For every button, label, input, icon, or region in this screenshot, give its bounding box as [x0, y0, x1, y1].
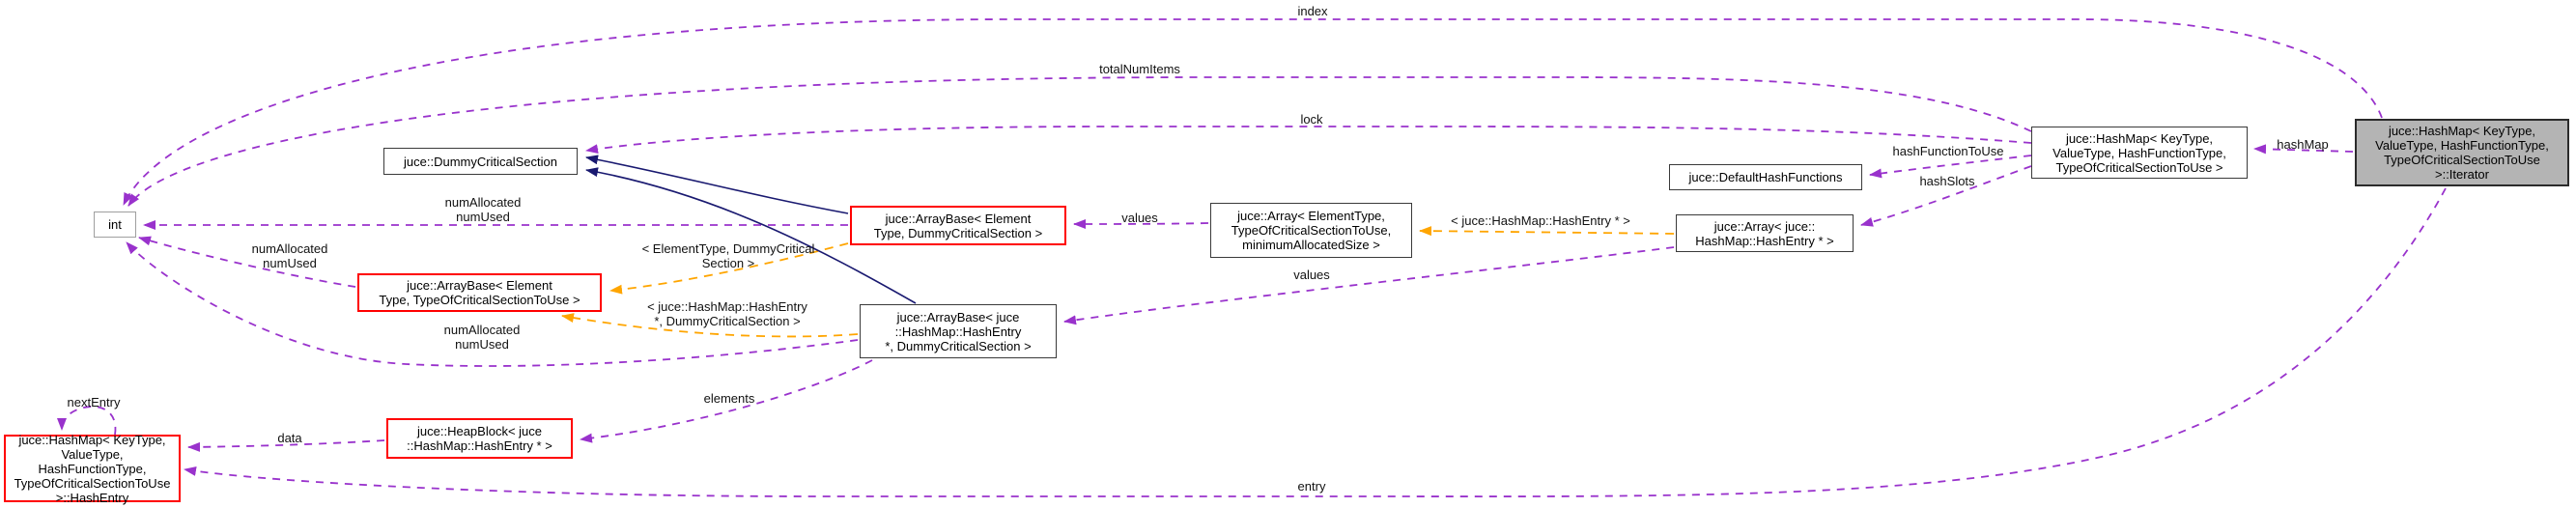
edge-label-numAllocated-2: numAllocated numUsed: [251, 241, 328, 270]
node-arraybase-elementtype-dummycriticalsection[interactable]: juce::ArrayBase< Element Type, DummyCrit…: [850, 206, 1066, 245]
edge-totalNumItems: [127, 76, 2032, 207]
node-arraybase-hashentry-dummycriticalsection[interactable]: juce::ArrayBase< juce ::HashMap::HashEnt…: [860, 304, 1057, 358]
node-hashmap-iterator: juce::HashMap< KeyType, ValueType, HashF…: [2355, 119, 2569, 186]
edge-template-hashentry-dcs: [561, 313, 859, 338]
node-array-elementtype[interactable]: juce::Array< ElementType, TypeOfCritical…: [1210, 203, 1412, 258]
node-hashmap-hashentry[interactable]: juce::HashMap< KeyType, ValueType, HashF…: [4, 433, 181, 505]
edge-lock: [585, 126, 2032, 155]
node-heapblock-hashentry[interactable]: juce::HeapBlock< juce ::HashMap::HashEnt…: [386, 418, 573, 459]
edge-label-index: index: [1297, 4, 1328, 18]
node-array-hashentry[interactable]: juce::Array< juce:: HashMap::HashEntry *…: [1676, 214, 1854, 252]
edge-inherit-arraybase-hashentry: [585, 167, 917, 304]
edge-label-hashSlots: hashSlots: [1919, 174, 1975, 188]
edge-label-elements: elements: [703, 391, 755, 406]
edge-label-hashFunctionToUse: hashFunctionToUse: [1892, 144, 2004, 158]
edge-entry: [184, 187, 2447, 497]
edge-label-numAllocated-3: numAllocated numUsed: [443, 323, 521, 352]
edge-template-hashentry: [1419, 226, 1675, 237]
edge-label-template-hashentry: < juce::HashMap::HashEntry * >: [1451, 213, 1630, 228]
edge-index: [123, 18, 2383, 206]
edge-label-hashMap: hashMap: [2277, 137, 2329, 152]
edge-label-numAllocated-1: numAllocated numUsed: [444, 195, 522, 224]
edge-hashFunctionToUse: [1869, 155, 2032, 179]
edge-label-entry: entry: [1297, 479, 1326, 494]
edge-inherit-arraybase-element: [585, 155, 849, 214]
edge-label-lock: lock: [1300, 112, 1323, 127]
edge-values-bottom: [1063, 246, 1675, 325]
edge-numAllocated-3: [126, 241, 859, 367]
node-hashmap[interactable]: juce::HashMap< KeyType, ValueType, HashF…: [2031, 127, 2248, 179]
node-arraybase-elementtype-typeofcriticalsectiontouse[interactable]: juce::ArrayBase< Element Type, TypeOfCri…: [357, 273, 602, 312]
node-int[interactable]: int: [94, 212, 136, 238]
edge-values-top: [1073, 218, 1209, 229]
node-default-hash-functions[interactable]: juce::DefaultHashFunctions: [1669, 164, 1862, 190]
edge-template-element-dcs: [609, 242, 849, 295]
node-dummy-critical-section[interactable]: juce::DummyCriticalSection: [383, 148, 578, 175]
edge-label-template-hashentry-dcs: < juce::HashMap::HashEntry *, DummyCriti…: [647, 299, 807, 328]
edge-hashSlots: [1860, 165, 2032, 227]
edge-label-data: data: [277, 431, 302, 445]
edge-nextEntry: [57, 406, 117, 436]
edge-label-values-bottom: values: [1293, 268, 1330, 282]
edge-label-nextEntry: nextEntry: [67, 395, 121, 409]
edge-hashMap: [2253, 144, 2354, 155]
edge-label-template-element-dcs: < ElementType, DummyCritical Section >: [641, 241, 815, 270]
edge-label-totalNumItems: totalNumItems: [1099, 62, 1180, 76]
edge-label-values-top: values: [1121, 211, 1158, 225]
edge-data: [187, 439, 385, 452]
